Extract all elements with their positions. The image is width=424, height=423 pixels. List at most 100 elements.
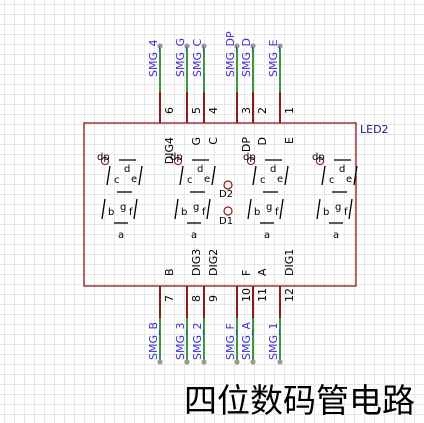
segment-label-f-3: f (275, 207, 279, 218)
pin-name-10: F (240, 270, 253, 276)
colon-dot-upper (223, 180, 233, 190)
dp-dot-4 (315, 156, 325, 166)
pin-name-6: DIG4 (163, 137, 176, 164)
diode-label-d1: D1 (219, 216, 233, 227)
net-label-bottom-11: SMG_A (240, 322, 253, 360)
pin-name-8: DIG3 (190, 249, 203, 276)
segment-label-f-2: f (202, 207, 206, 218)
pin-number-5: 5 (190, 107, 203, 114)
pin-number-4: 4 (207, 107, 220, 114)
segment-upper-left-2 (179, 165, 184, 186)
segment-upper-right-1 (138, 165, 143, 186)
segment-label-e-4: e (346, 174, 352, 185)
segment-upper-right-3 (284, 165, 289, 186)
net-label-bottom-12: SMG_1 (267, 323, 280, 361)
segment-label-b-4: b (323, 207, 329, 218)
segment-lower-right-4 (348, 198, 353, 220)
net-label-bottom-7: SMG_B (147, 322, 160, 360)
segment-label-d-4: d (339, 164, 345, 175)
colon-dot-lower (223, 206, 233, 216)
segment-lower-left-2 (174, 198, 179, 220)
colon-diodes: D2 D1 (219, 180, 233, 227)
segment-upper-left-3 (252, 165, 257, 186)
designator: LED2 (360, 123, 389, 136)
bottom-pins: SMG_B7BSMG_38DIG3SMG_29DIG2SMG_F10FSMG_A… (147, 249, 296, 365)
segment-label-c-2: c (187, 175, 193, 186)
junction-top-4 (201, 43, 207, 49)
junction-bottom-11 (250, 359, 256, 365)
net-label-bottom-8: SMG_3 (174, 323, 187, 361)
segment-label-e-2: e (204, 174, 210, 185)
pin-number-9: 9 (207, 295, 220, 302)
segment-label-a-4: a (333, 230, 339, 241)
pin-number-10: 10 (240, 288, 253, 302)
segment-lower-left-4 (316, 198, 321, 220)
segment-lower-left-3 (247, 198, 252, 220)
pin-name-12: DIG1 (283, 249, 296, 276)
junction-top-6 (157, 43, 163, 49)
segment-label-dp-1: dp (97, 152, 110, 163)
pin-number-6: 6 (163, 107, 176, 114)
segment-upper-left-4 (321, 165, 326, 186)
segment-upper-left-1 (106, 165, 111, 186)
segment-label-c-1: c (114, 175, 120, 186)
segment-label-f-4: f (344, 207, 348, 218)
segment-label-d-3: d (270, 164, 276, 175)
segment-label-c-3: c (260, 175, 266, 186)
segment-upper-right-4 (353, 165, 358, 186)
ic-body (83, 122, 357, 287)
net-label-top-5: SMG_G (174, 38, 187, 77)
segment-label-dp-2: dp (170, 152, 183, 163)
segment-lower-left-1 (101, 198, 106, 220)
junction-bottom-8 (184, 359, 190, 365)
junction-bottom-7 (157, 359, 163, 365)
segment-label-dp-4: dp (312, 152, 325, 163)
segment-upper-right-2 (211, 165, 216, 186)
segment-label-d-2: d (197, 164, 203, 175)
top-pins: SMG_46DIG4SMG_G5GSMG_C4CSMG_DP3DPSMG_D2D… (147, 31, 296, 164)
segment-label-dp-3: dp (243, 152, 256, 163)
segment-label-g-2: g (193, 202, 199, 213)
segment-lower-right-3 (279, 198, 284, 220)
segment-label-a-1: a (118, 230, 124, 241)
segment-label-d-1: d (124, 164, 130, 175)
pin-name-1: E (283, 137, 296, 144)
page-title: 四位数码管电路 (184, 381, 415, 420)
pin-name-11: A (256, 268, 269, 276)
pin-name-9: DIG2 (207, 249, 220, 276)
pin-name-2: D (256, 137, 269, 145)
dp-dot-1 (100, 156, 110, 166)
net-label-top-3: SMG_DP (224, 31, 237, 77)
pin-number-8: 8 (190, 295, 203, 302)
segment-label-b-2: b (181, 207, 187, 218)
pin-name-5: G (190, 137, 203, 146)
segment-label-g-1: g (120, 202, 126, 213)
pin-number-12: 12 (283, 288, 296, 302)
pin-name-4: C (207, 137, 220, 145)
net-label-top-4: SMG_C (191, 39, 204, 77)
pin-number-2: 2 (256, 107, 269, 114)
segment-label-g-4: g (335, 202, 341, 213)
junction-bottom-12 (277, 359, 283, 365)
net-label-bottom-9: SMG_2 (191, 323, 204, 361)
pin-name-3: DP (240, 137, 253, 152)
pin-name-7: B (163, 268, 176, 276)
segment-label-g-3: g (266, 202, 272, 213)
segment-label-a-2: a (191, 230, 197, 241)
segment-label-e-1: e (131, 174, 137, 185)
net-label-bottom-10: SMG_F (224, 323, 237, 360)
junction-bottom-9 (201, 359, 207, 365)
segment-label-f-1: f (129, 207, 133, 218)
segment-label-b-1: b (108, 207, 114, 218)
dp-dot-3 (246, 156, 256, 166)
net-label-top-6: SMG_4 (147, 40, 160, 78)
segment-lower-right-2 (206, 198, 211, 220)
junction-top-2 (250, 43, 256, 49)
dp-dot-2 (173, 156, 183, 166)
